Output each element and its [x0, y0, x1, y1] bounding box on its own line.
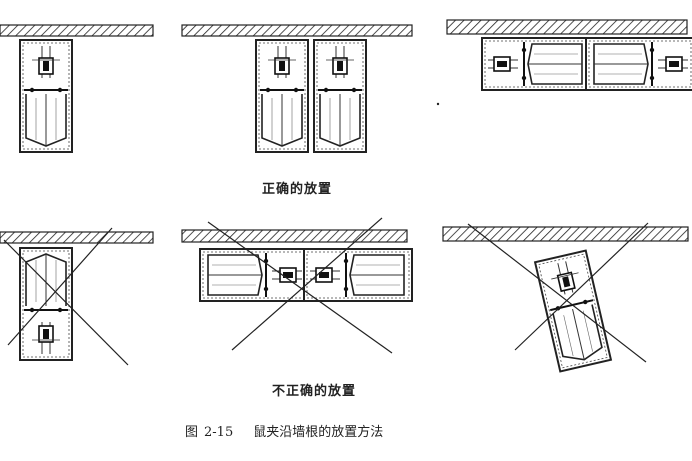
wall-hatch	[181, 229, 408, 243]
cross-out-line	[231, 217, 383, 351]
mouse-trap	[585, 37, 692, 91]
wall-hatch	[0, 231, 154, 244]
cross-out-line	[467, 223, 647, 363]
mouse-trap	[255, 39, 309, 153]
mouse-trap	[199, 248, 309, 302]
mouse-trap	[303, 248, 413, 302]
panel-incorrect-pair-reversed	[181, 217, 413, 354]
cross-out-line	[207, 221, 393, 354]
cross-out-line	[7, 227, 113, 346]
wall-hatch	[0, 24, 154, 37]
speck	[436, 102, 440, 106]
wall-hatch	[442, 226, 689, 242]
mouse-trap	[19, 39, 73, 153]
figure-number: 2-15	[204, 425, 234, 440]
panel-incorrect-diagonal	[442, 222, 689, 373]
cross-out-line	[514, 222, 649, 351]
panel-incorrect-single-reversed	[0, 227, 154, 366]
panel-correct-pair-parallel	[436, 19, 692, 106]
label-incorrect-placement: 不正确的放置	[272, 384, 357, 399]
mouse-trap	[481, 37, 591, 91]
figure-caption: 图 2-15 鼠夹沿墙根的放置方法	[185, 421, 383, 440]
figure-prefix: 图	[185, 425, 199, 440]
figure-title: 鼠夹沿墙根的放置方法	[253, 425, 384, 440]
wall-hatch	[446, 19, 688, 35]
wall-hatch	[181, 24, 413, 37]
cross-out-line	[3, 239, 129, 366]
panel-correct-single	[0, 24, 154, 153]
panel-correct-pair-perpendicular	[181, 24, 413, 153]
mouse-trap	[313, 39, 367, 153]
label-correct-placement: 正确的放置	[262, 182, 333, 197]
